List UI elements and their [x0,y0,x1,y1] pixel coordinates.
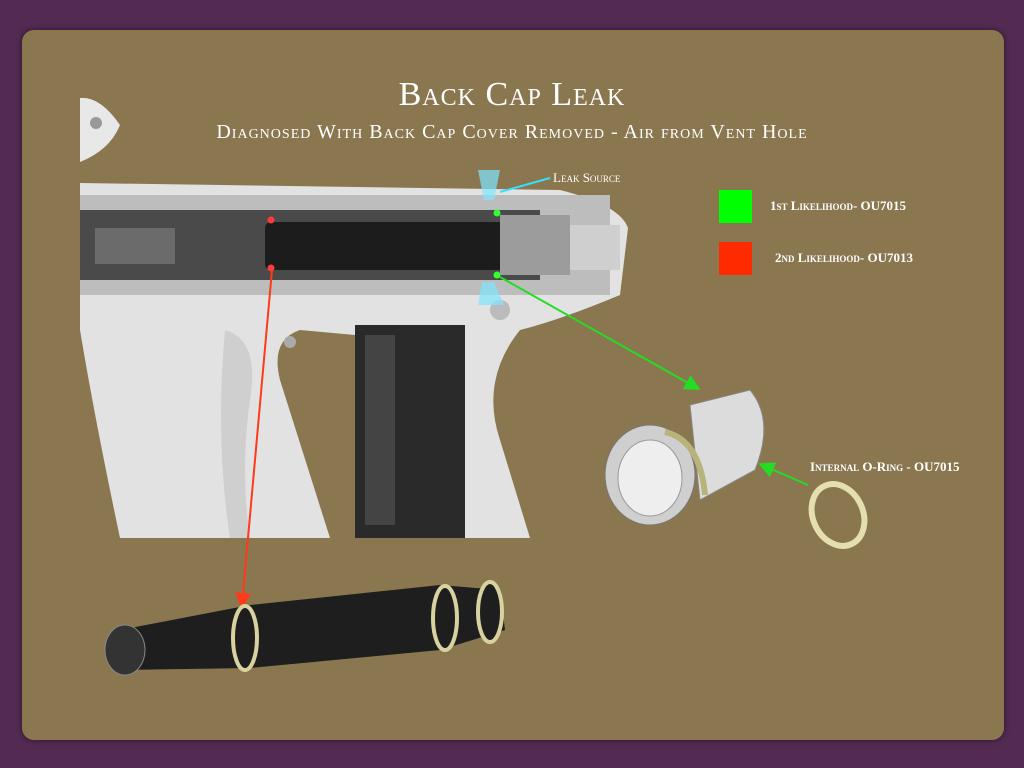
arrow-to-oring [758,462,809,486]
slide-title: Back Cap Leak [398,76,626,113]
marker-1st-top [493,209,501,217]
legend-swatch-1st [719,190,752,223]
marker-1st-bottom [493,271,501,279]
arrow-to-backcap [499,276,701,390]
leak-pointer-line [499,177,551,193]
leak-source-label: Leak Source [553,170,621,185]
air-puff-bottom [478,282,504,305]
bolt-part [104,580,505,676]
marker-2nd-rear [267,264,275,272]
internal-oring-label: Internal O-Ring - OU7015 [810,459,960,474]
marker-cutaway [80,97,628,538]
marker-2nd-front [267,216,275,224]
arrow-to-bolt [235,269,273,609]
internal-oring-part [808,481,868,549]
legend-swatch-2nd [719,242,752,275]
air-puff-top [478,170,500,200]
slide-subtitle: Diagnosed With Back Cap Cover Removed - … [216,121,808,143]
legend-label-2nd: 2nd Likelihood- OU7013 [775,250,914,265]
back-cap-part [604,389,765,526]
legend-label-1st: 1st Likelihood- OU7015 [770,198,907,213]
